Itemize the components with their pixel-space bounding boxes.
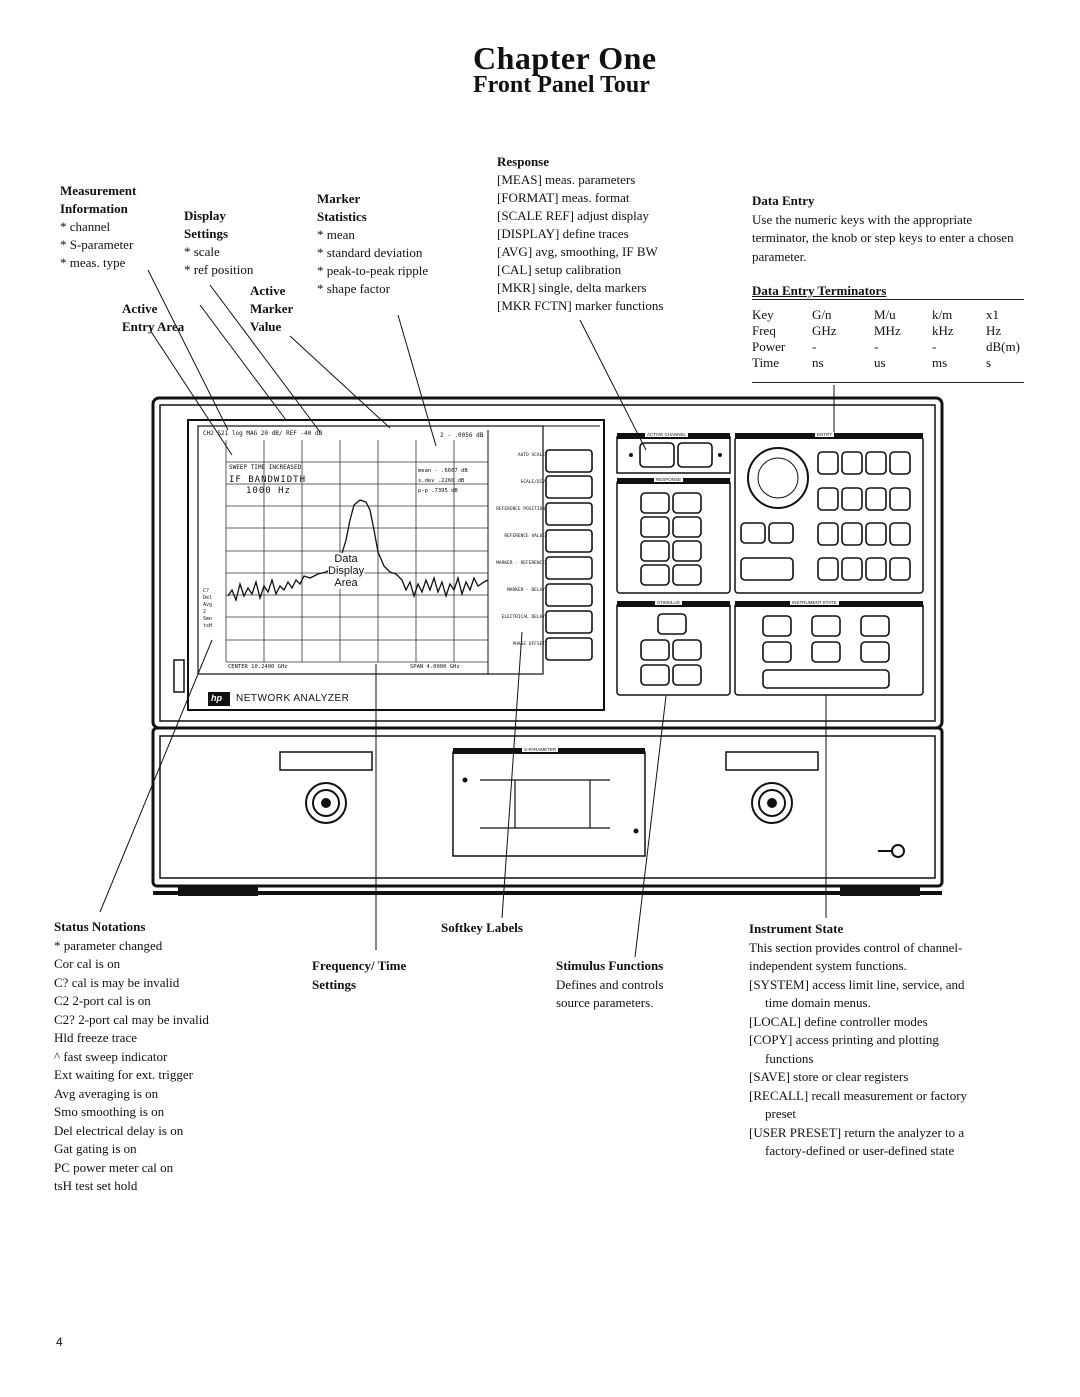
active-entry-callout: Active Entry Area (122, 301, 185, 334)
table-row: Power---dB(m) (752, 339, 1020, 354)
page-number: 4 (56, 1335, 63, 1349)
response-callout: Response [MEAS] meas. parameters [FORMAT… (497, 154, 664, 313)
if-bandwidth-label: IF BANDWIDTH (229, 475, 307, 485)
display-callout: Display Settings * scale * ref position (184, 208, 254, 277)
softkey-labels: AUTO SCALE SCALE/DIV REFERENCE POSITION … (496, 453, 545, 647)
sweep-status: SWEEP TIME INCREASED (229, 464, 302, 471)
hp-logo: hp (211, 693, 222, 703)
measurement-callout: Measurement Information * channel * S-pa… (60, 183, 137, 270)
data-display-area-label: Data Display Area (328, 553, 365, 589)
instrument-state-callout: Instrument State This section provides c… (749, 921, 968, 1158)
entry-label: ENTRY (815, 432, 835, 437)
brand-label: NETWORK ANALYZER (236, 693, 350, 704)
terminators-rule-bottom (752, 382, 1024, 383)
span-frequency: SPAN 4.0000 GHz (410, 664, 460, 670)
frequency-settings-callout: Frequency/ Time Settings (312, 958, 407, 992)
terminators-title: Data Entry Terminators (752, 283, 887, 298)
chapter-title: Chapter One (473, 40, 657, 76)
data-entry-text: Use the numeric keys with the appropriat… (752, 211, 1014, 264)
status-marks: C? Del Avg 2 Smo tsH (203, 588, 213, 629)
response-label: RESPONSE (654, 477, 684, 482)
s-parameter-label: S-PARAMETER (522, 747, 559, 752)
stimulus-label: STIMULUS (655, 600, 682, 605)
chapter-subtitle: Front Panel Tour (473, 72, 650, 98)
screen-header: CH2 S21 log MAG 20 dB/ REF -40 dB (203, 430, 323, 437)
marker-readout: 2 - .0056 dB (440, 432, 484, 439)
marker-stats-readout: mean - .6667 dB s.dev .2260 dB p-p .7395… (418, 468, 468, 494)
marker-stats-callout: Marker Statistics * mean * standard devi… (317, 191, 429, 296)
active-channel-label: ACTIVE CHANNEL (645, 432, 689, 437)
center-frequency: CENTER 10.2400 GHz (228, 664, 288, 670)
data-entry-section: Data Entry Use the numeric keys with the… (752, 192, 1032, 266)
if-bandwidth-value: 1000 Hz (246, 486, 291, 496)
softkey-labels-callout: Softkey Labels (441, 920, 523, 935)
active-marker-callout: Active Marker Value (250, 283, 294, 334)
terminators-rule (752, 299, 1024, 300)
instrument-state-label: INSTRUMENT STATE (790, 600, 839, 605)
status-notations: Status Notations * parameter changed Cor… (54, 919, 209, 1193)
stimulus-functions-callout: Stimulus Functions Defines and controls … (556, 958, 664, 1010)
